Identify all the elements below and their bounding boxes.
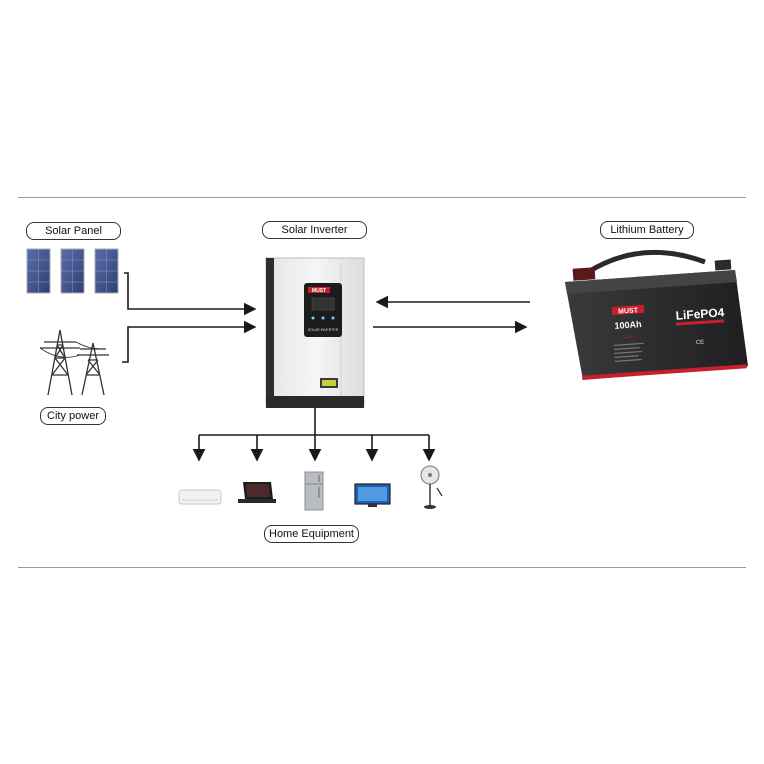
solar-panel-icon <box>26 248 119 294</box>
battery-icon: MUST 100Ah LiFePO4 12.8V CE <box>565 249 748 380</box>
label-lithium-battery: Lithium Battery <box>600 221 694 239</box>
battery-brand: MUST <box>618 307 639 315</box>
inverter-brand: MUST <box>312 288 326 294</box>
tv-icon <box>354 483 391 507</box>
label-solar-inverter: Solar Inverter <box>262 221 367 239</box>
inverter-icon: MUST SOLAR INVERTER <box>265 257 365 408</box>
fan-icon <box>420 465 443 509</box>
air-conditioner-icon <box>178 489 222 505</box>
power-tower-icon <box>39 329 109 396</box>
top-divider <box>18 197 746 198</box>
laptop-icon <box>238 482 276 503</box>
bottom-divider <box>18 567 746 568</box>
label-city-power: City power <box>40 407 106 425</box>
refrigerator-icon <box>304 471 324 511</box>
label-solar-panel: Solar Panel <box>26 222 121 240</box>
label-home-equipment: Home Equipment <box>264 525 359 543</box>
battery-capacity: 100Ah <box>614 319 642 331</box>
battery-chemistry: LiFePO4 <box>675 305 725 322</box>
inverter-model-text: SOLAR INVERTER <box>308 328 339 332</box>
battery-marks: CE <box>696 340 705 347</box>
battery-voltage: 12.8V <box>623 334 634 340</box>
